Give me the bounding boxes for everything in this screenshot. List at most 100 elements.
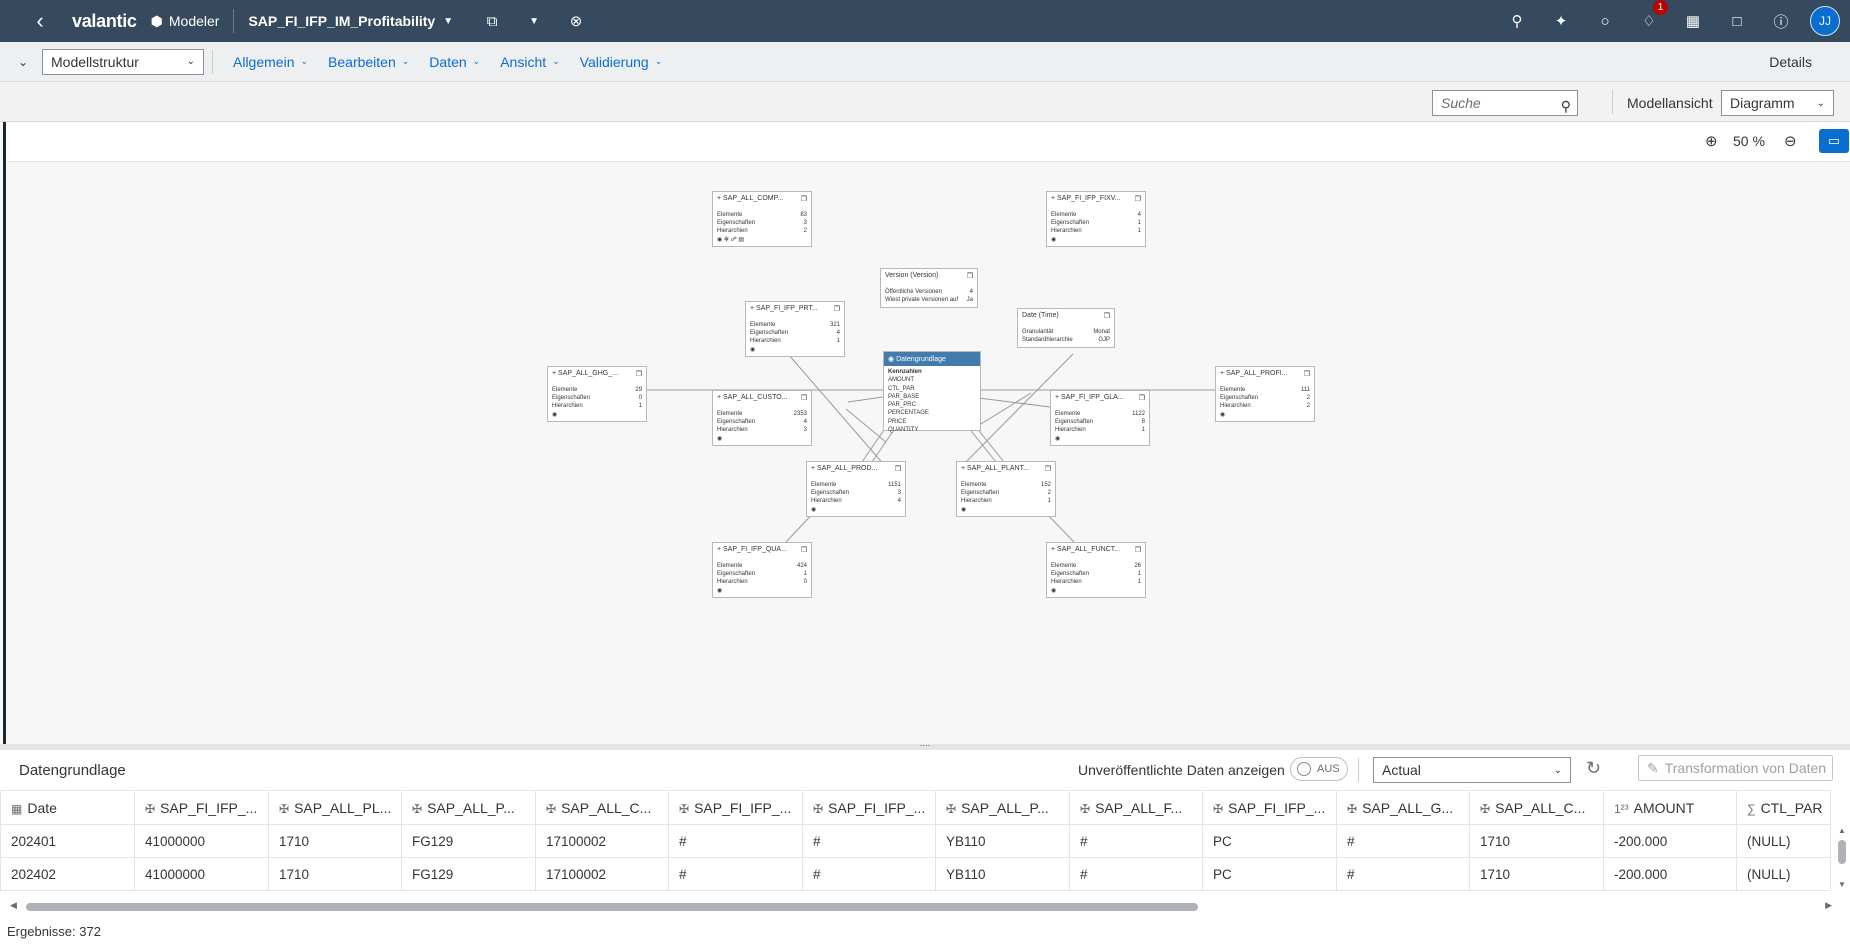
refresh-icon[interactable]: ↻ xyxy=(1586,758,1602,778)
panel-title: Datengrundlage xyxy=(19,761,126,779)
menu-validierung[interactable]: Validierung⌄ xyxy=(580,54,663,70)
column-header[interactable]: ▦Date xyxy=(0,790,135,825)
back-icon[interactable]: ‹ xyxy=(36,8,44,33)
lightbulb-icon[interactable]: ○ xyxy=(1600,12,1610,30)
scroll-down-icon[interactable]: ▼ xyxy=(1838,880,1846,889)
node-label: Elemente xyxy=(1220,387,1246,393)
scroll-thumb[interactable] xyxy=(26,903,1198,911)
table-row[interactable]: 202402 41000000 1710 FG129 17100002 # # … xyxy=(0,857,1831,891)
table-cell: PC xyxy=(1202,857,1337,891)
fullscreen-button[interactable]: ▭ xyxy=(1819,129,1849,153)
close-icon[interactable]: ⊗ xyxy=(569,13,583,30)
measure-item: PRICE xyxy=(888,418,907,425)
vertical-scrollbar[interactable]: ▲ ▼ xyxy=(1836,826,1848,892)
table-cell: -200.000 xyxy=(1603,824,1737,858)
zoom-in-icon[interactable]: ⊕ xyxy=(1705,133,1718,150)
zoom-level: 50 % xyxy=(1733,133,1765,149)
version-select[interactable]: Actual ⌄ xyxy=(1373,757,1571,783)
chevron-down-icon: ⌄ xyxy=(472,56,481,66)
version-node[interactable]: Version (Version)❐ Öffentliche Versionen… xyxy=(880,268,978,308)
model-name[interactable]: SAP_FI_IFP_IM_Profitability xyxy=(248,13,436,29)
search-icon[interactable]: ⚲ xyxy=(1560,98,1571,114)
column-header[interactable]: ✠SAP_ALL_C... xyxy=(1469,790,1604,825)
scroll-thumb[interactable] xyxy=(1838,840,1846,864)
horizontal-scrollbar[interactable]: ◀ ▶ xyxy=(10,900,1832,912)
chevron-down-icon[interactable]: ⌄ xyxy=(17,54,29,69)
column-header[interactable]: ✠SAP_FI_IFP_... xyxy=(802,790,936,825)
node-value: Monat xyxy=(1093,329,1110,335)
column-header[interactable]: ✠SAP_ALL_P... xyxy=(935,790,1070,825)
node-value: 0 xyxy=(803,579,807,585)
menu-allgemein[interactable]: Allgemein⌄ xyxy=(233,54,308,70)
node-title: SAP_FI_IFP_FIXV... xyxy=(1057,195,1121,202)
node-value: 4 xyxy=(1137,212,1141,218)
node-value: 4 xyxy=(897,498,901,504)
scroll-left-icon[interactable]: ◀ xyxy=(10,900,17,910)
toggle-knob xyxy=(1297,762,1311,776)
column-header[interactable]: ✠SAP_ALL_C... xyxy=(535,790,669,825)
chevron-down-icon[interactable]: ▼ xyxy=(529,15,540,27)
node-value: 2 xyxy=(1047,490,1051,496)
avatar[interactable]: JJ xyxy=(1810,6,1840,36)
table-header: ▦Date ✠SAP_FI_IFP_... ✠SAP_ALL_PL... ✠SA… xyxy=(0,790,1831,825)
node-label: Eigenschaften xyxy=(717,419,756,425)
menu-daten[interactable]: Daten⌄ xyxy=(429,54,480,70)
column-header[interactable]: ✠SAP_ALL_G... xyxy=(1336,790,1470,825)
diagram-canvas[interactable]: ⊕ 50 % ⊖ ▭ ◉ Datengrundlage Kennzahlen xyxy=(3,122,1850,744)
node-value: 1 xyxy=(803,571,807,577)
scroll-up-icon[interactable]: ▲ xyxy=(1838,826,1846,835)
details-button[interactable]: Details xyxy=(1769,53,1812,70)
transformation-button[interactable]: ✎Transformation von Daten xyxy=(1638,755,1833,781)
sparkle-bulb-icon[interactable]: ✦ xyxy=(1554,13,1568,30)
discussion-icon[interactable]: ▦ xyxy=(1685,13,1701,30)
column-header[interactable]: ✠SAP_ALL_PL... xyxy=(268,790,402,825)
chevron-down-icon: ⌄ xyxy=(186,56,195,67)
column-header[interactable]: ✠SAP_ALL_P... xyxy=(401,790,536,825)
resize-handle[interactable]: ···· xyxy=(0,742,1850,750)
node-label: Eigenschaften xyxy=(811,490,850,496)
menu-bearbeiten[interactable]: Bearbeiten⌄ xyxy=(328,54,409,70)
help-icon[interactable]: ⓘ xyxy=(1773,13,1789,31)
model-view-select[interactable]: Diagramm ⌄ xyxy=(1721,90,1834,116)
column-header[interactable]: ✠SAP_FI_IFP_... xyxy=(1202,790,1337,825)
bell-icon[interactable]: ♢1 xyxy=(1636,0,1668,34)
unpublished-toggle[interactable]: AUS xyxy=(1290,757,1348,781)
node-label: Hierarchien xyxy=(717,579,748,585)
search-icon[interactable]: ⚲ xyxy=(1511,13,1523,30)
structure-select[interactable]: Modellstruktur ⌄ xyxy=(42,48,204,75)
dimension-icon: ✠ xyxy=(546,801,557,816)
share-icon[interactable]: ⧉ xyxy=(486,12,498,30)
fact-node[interactable]: ◉ Datengrundlage Kennzahlen AMOUNT CTL_P… xyxy=(883,351,981,433)
zoom-out-icon[interactable]: ⊖ xyxy=(1784,133,1797,150)
column-label: SAP_ALL_G... xyxy=(1362,799,1454,816)
column-header[interactable]: ✠SAP_ALL_F... xyxy=(1069,790,1203,825)
column-header[interactable]: ✠SAP_FI_IFP_... xyxy=(668,790,803,825)
scroll-right-icon[interactable]: ▶ xyxy=(1825,900,1832,910)
dimension-icon: ✠ xyxy=(946,801,957,816)
chevron-down-icon[interactable]: ▼ xyxy=(443,15,454,27)
column-header[interactable]: ∑CTL_PAR xyxy=(1736,790,1831,825)
node-value: 3 xyxy=(803,220,807,226)
feedback-icon[interactable]: □ xyxy=(1732,12,1742,30)
divider xyxy=(233,9,235,33)
column-header[interactable]: ✠SAP_FI_IFP_... xyxy=(134,790,269,825)
menu-ansicht[interactable]: Ansicht⌄ xyxy=(500,54,559,70)
search-input[interactable]: Suche ⚲ xyxy=(1432,90,1578,116)
node-label: Granularität xyxy=(1022,329,1054,335)
table-row[interactable]: 202401 41000000 1710 FG129 17100002 # # … xyxy=(0,824,1831,858)
node-value: 4 xyxy=(803,419,807,425)
dimension-icon: ✠ xyxy=(412,801,423,816)
